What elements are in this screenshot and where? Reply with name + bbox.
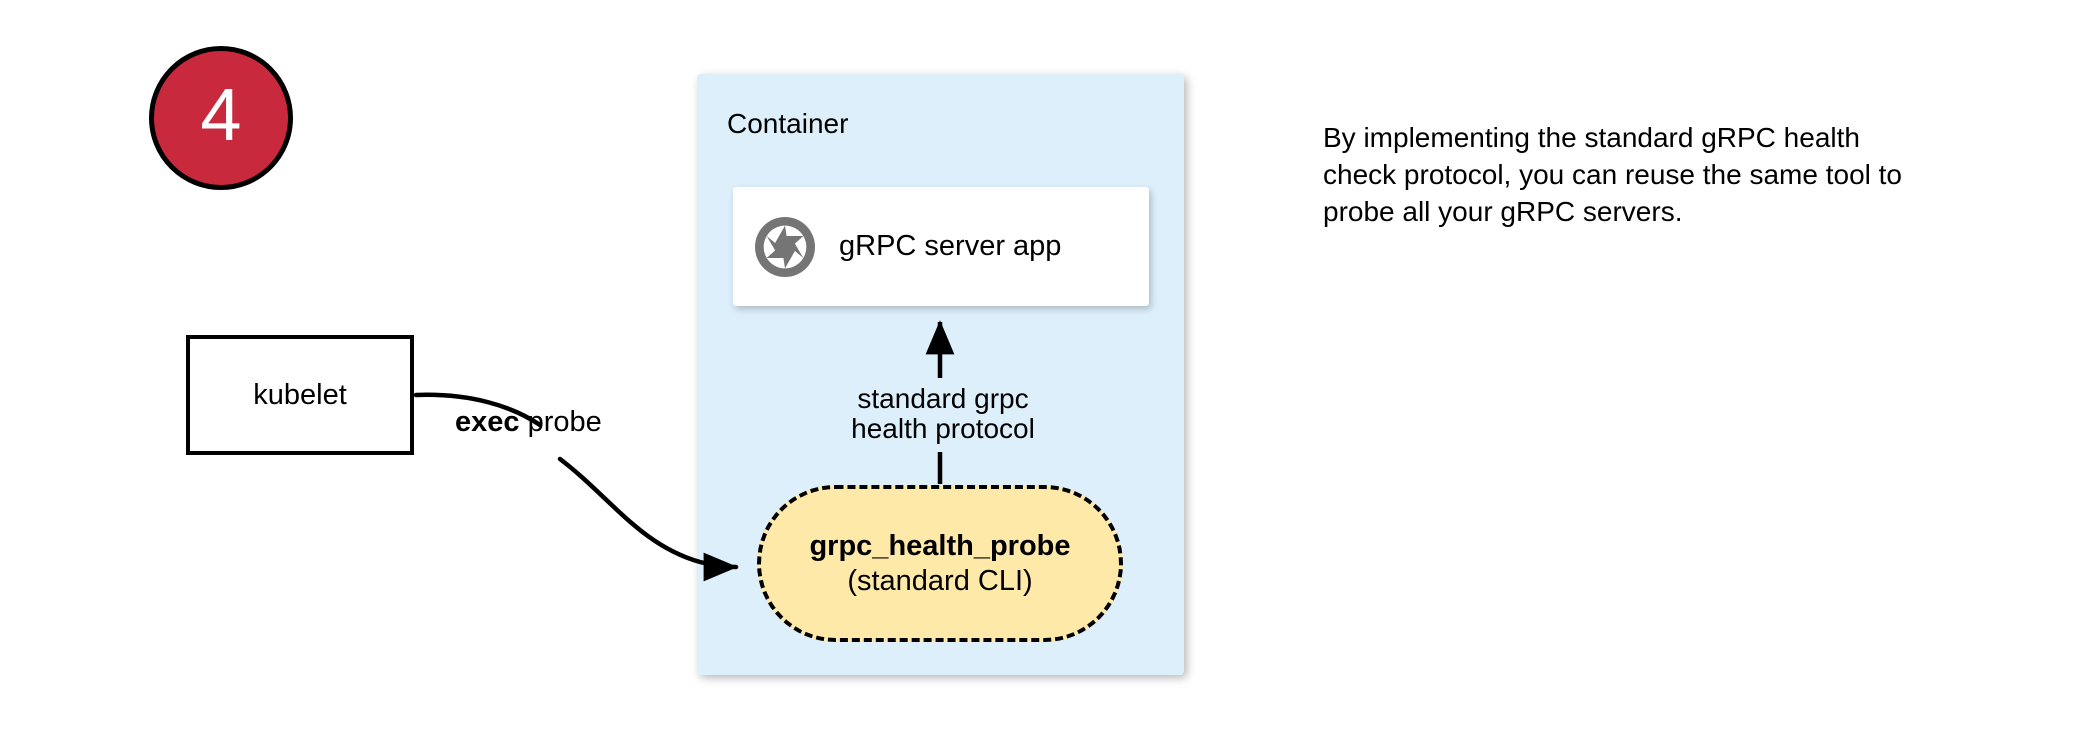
protocol-edge-label-line1: standard grpc (857, 383, 1029, 414)
kubelet-label: kubelet (253, 378, 347, 411)
grpc-health-probe-node: grpc_health_probe (standard CLI) (757, 485, 1123, 642)
exec-probe-label-rest: probe (519, 406, 602, 438)
protocol-edge-label: standard grpc health protocol (773, 383, 1113, 445)
exec-probe-label-bold: exec (455, 406, 520, 438)
grpc-server-app-node: gRPC server app (733, 187, 1149, 306)
grpc-health-probe-subtitle: (standard CLI) (847, 564, 1033, 597)
protocol-edge-label-line2: health protocol (851, 413, 1035, 445)
container-label: Container (727, 108, 849, 139)
annotation-text: By implementing the standard gRPC health… (1323, 122, 1902, 227)
exec-probe-edge-label: exec probe (455, 408, 602, 437)
step-number-badge: 4 (149, 46, 293, 190)
step-number-text: 4 (200, 73, 242, 156)
grpc-health-probe-title: grpc_health_probe (809, 529, 1071, 562)
kubelet-node: kubelet (186, 335, 414, 455)
grpc-aperture-icon (753, 215, 817, 279)
grpc-server-app-label: gRPC server app (839, 230, 1062, 262)
